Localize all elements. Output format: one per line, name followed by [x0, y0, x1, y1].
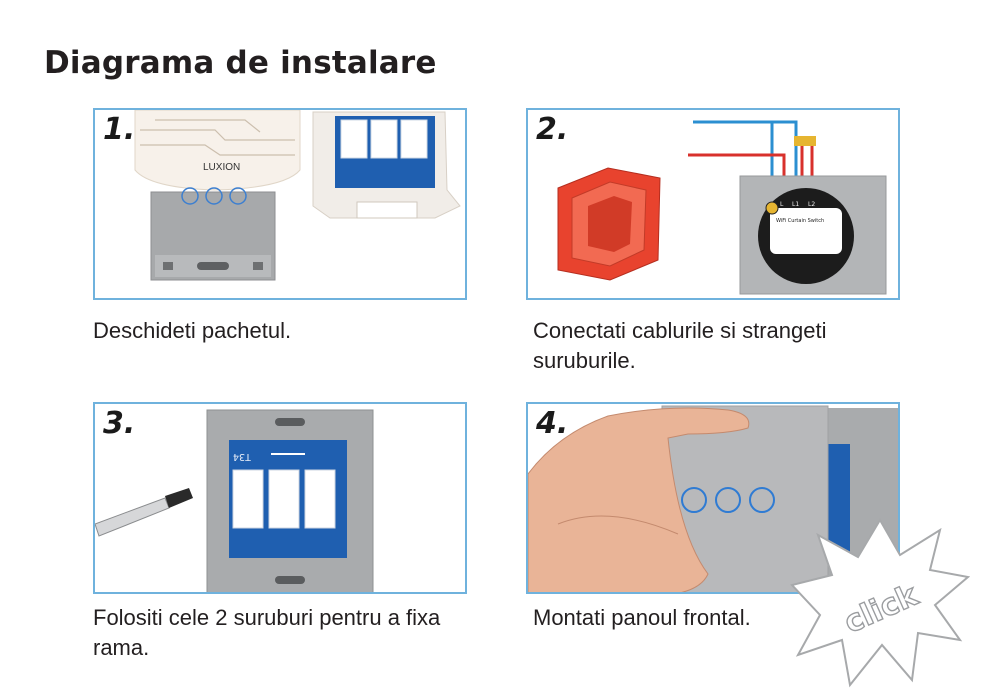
step-2-caption: Conectati cablurile si strangeti surubur… [533, 318, 827, 373]
step-1-number: 1. [103, 112, 136, 147]
close-button-icon [229, 187, 247, 205]
frame-screwing-illustration: T34 [95, 409, 374, 592]
step-3-number: 3. [103, 406, 136, 441]
step-1-caption: Deschideti pachetul. [93, 318, 292, 343]
step-3-caption: Folositi cele 2 suruburi pentru a fixa r… [93, 605, 441, 660]
module-label: WiFi Curtain Switch [776, 218, 824, 224]
wiring-illustration: WiFi Curtain Switch L L1 L2 [557, 120, 887, 295]
module-code: T34 [233, 451, 251, 462]
page-title: Diagrama de instalare [44, 44, 437, 81]
step-2-number: 2. [536, 112, 569, 147]
open-button-icon [681, 487, 707, 513]
screwdriver-icon [95, 488, 193, 537]
step-3-image: 3. T34 [93, 402, 467, 594]
pause-button-icon [205, 187, 223, 205]
hand-icon [528, 407, 750, 592]
step-4-number: 4. [536, 406, 569, 441]
terminal-l1: L1 [792, 201, 799, 208]
package-illustration: LUXION [134, 110, 461, 281]
step-1-image: 1. LUXION [93, 108, 467, 300]
close-button-icon [749, 487, 775, 513]
pause-button-icon [715, 487, 741, 513]
step-2-image: 2. WiFi Curtain Switch L L1 L2 [526, 108, 900, 300]
terminal-l: L [780, 201, 784, 208]
click-burst-badge: click [790, 518, 970, 688]
terminal-l2: L2 [808, 201, 815, 208]
open-button-icon [181, 187, 199, 205]
brand-label: LUXION [203, 162, 240, 173]
step-4-caption: Montati panoul frontal. [533, 605, 751, 630]
